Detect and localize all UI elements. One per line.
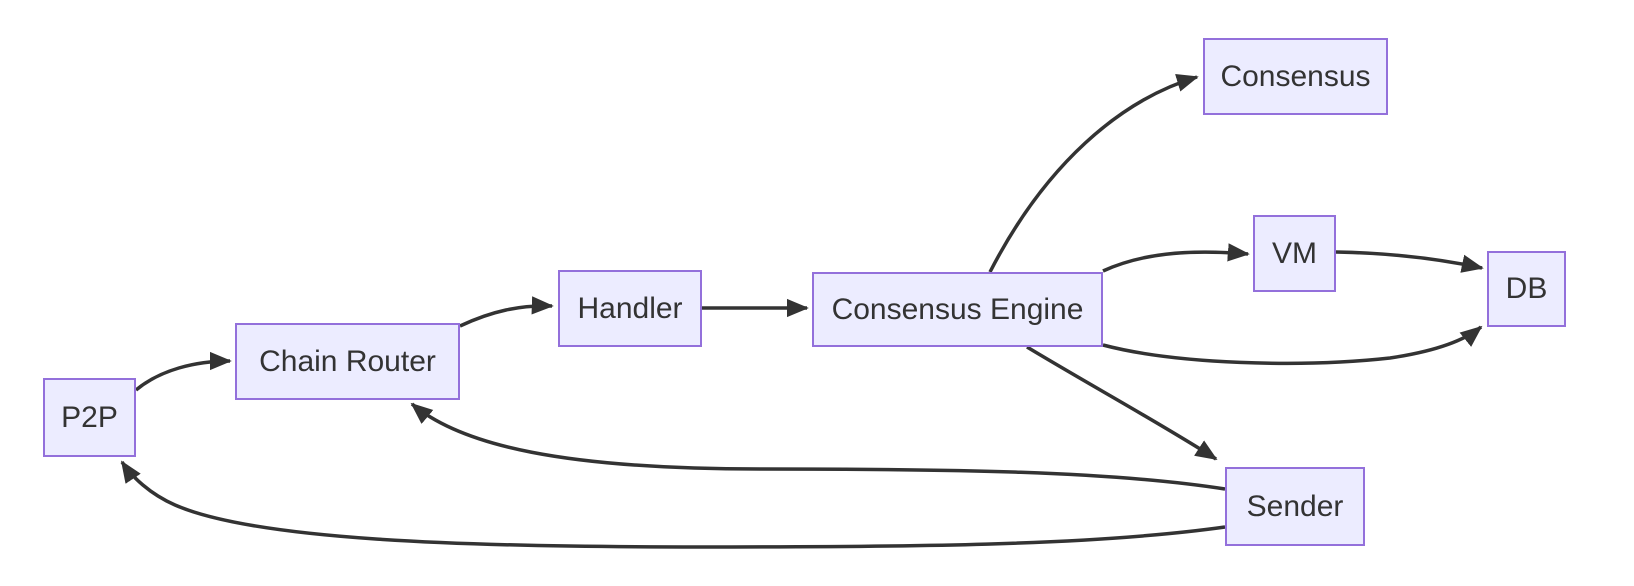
edge-consensus-engine-to-vm xyxy=(1102,243,1250,273)
edge-consensus-engine-to-db xyxy=(1102,325,1483,366)
node-handler: Handler xyxy=(558,270,702,347)
node-handler-label: Handler xyxy=(577,291,683,325)
node-p2p: P2P xyxy=(43,378,136,457)
edge-consensus-engine-to-sender xyxy=(1026,345,1218,461)
node-consensus: Consensus xyxy=(1203,38,1388,115)
node-p2p-label: P2P xyxy=(61,400,118,434)
node-vm-label: VM xyxy=(1272,236,1317,270)
edge-sender-to-chain-router xyxy=(410,402,1226,491)
edge-vm-to-db xyxy=(1335,250,1484,273)
node-chain-router: Chain Router xyxy=(235,323,460,400)
edge-chain-router-to-handler xyxy=(459,296,554,328)
edge-sender-to-p2p xyxy=(120,460,1226,549)
node-consensus-label: Consensus xyxy=(1220,59,1371,93)
node-db-label: DB xyxy=(1505,272,1548,305)
node-consensus-engine-label: Consensus Engine xyxy=(831,292,1084,326)
edge-p2p-to-chain-router xyxy=(134,351,232,392)
node-consensus-engine: Consensus Engine xyxy=(812,272,1103,347)
node-sender-label: Sender xyxy=(1246,489,1344,523)
edge-consensus-engine-to-consensus xyxy=(988,73,1199,273)
node-sender: Sender xyxy=(1225,467,1365,546)
node-vm: VM xyxy=(1253,215,1336,292)
node-db: DB xyxy=(1487,251,1566,327)
node-chain-router-label: Chain Router xyxy=(259,344,436,378)
